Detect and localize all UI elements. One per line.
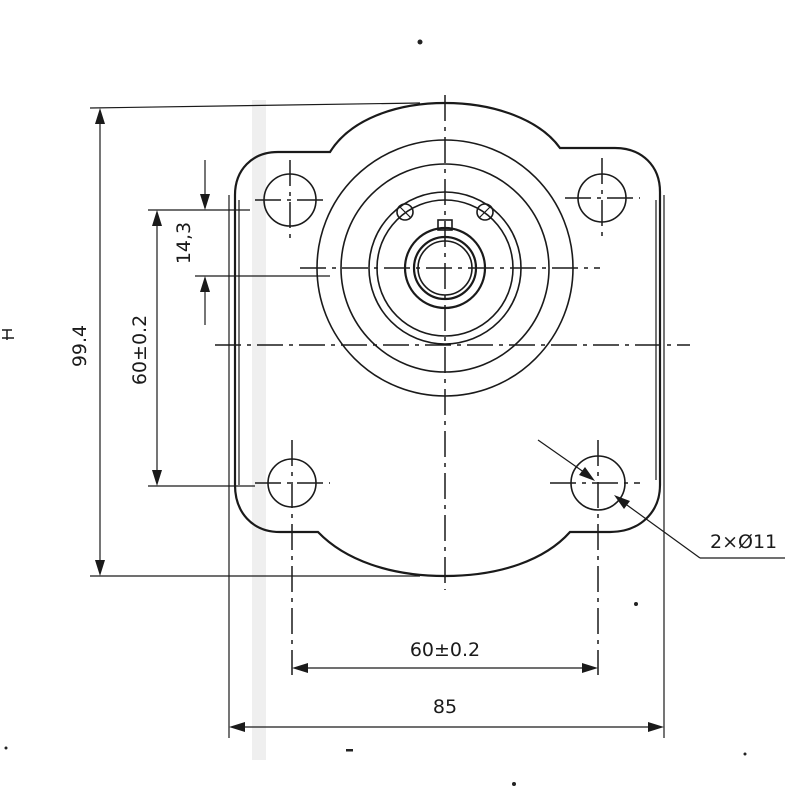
height-overall-label: 99.4: [69, 325, 91, 367]
width-holes-label: 60±0.2: [410, 639, 480, 661]
screw-left-icon: [396, 203, 414, 221]
hole-leader-bottom: [619, 499, 701, 559]
height-holes-label: 60±0.2: [129, 315, 151, 385]
hole-centerlines: [255, 158, 640, 675]
scan-specks: [2, 39, 747, 786]
width-overall-label: 85: [433, 696, 457, 718]
screw-right-icon: [476, 203, 494, 221]
scan-shade: [252, 100, 266, 760]
hole-leader-top: [537, 439, 589, 476]
holes-callout-label: 2×Ø11: [710, 531, 777, 553]
shaft-offset-label: 14,3: [173, 222, 195, 264]
flange-outline: [233, 101, 662, 578]
